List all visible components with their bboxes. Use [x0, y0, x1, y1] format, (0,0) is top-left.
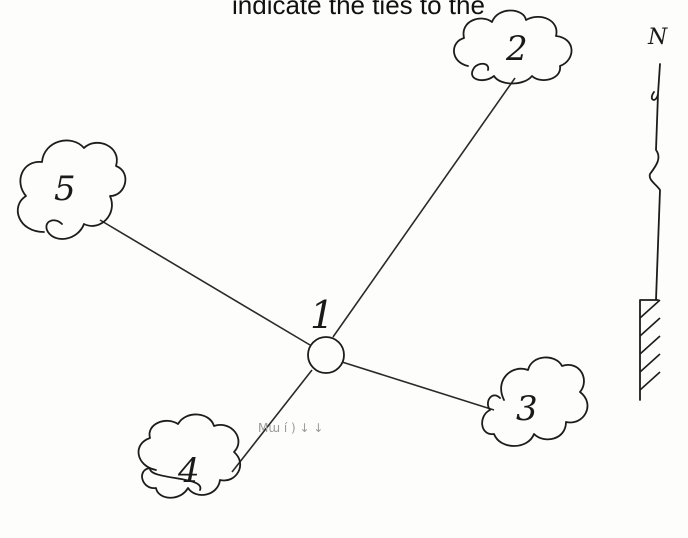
north-arrow: N	[639, 25, 668, 401]
node-label-2: 2	[505, 29, 528, 69]
center-node-circle	[307, 336, 345, 374]
north-label: N	[647, 25, 668, 50]
cloud-node-3: 3	[481, 356, 589, 447]
center-node-1: 1	[307, 293, 345, 374]
north-arrow-hatching	[639, 299, 661, 391]
cloud-node-2: 2	[453, 9, 573, 85]
node-label-5: 5	[54, 169, 76, 209]
edge-1-4	[231, 369, 313, 473]
north-arrow-base	[639, 299, 659, 401]
edge-1-3	[341, 361, 495, 411]
node-label-3: 3	[516, 389, 538, 429]
header-text: indicate the ties to the	[232, 0, 485, 20]
edge-1-2	[332, 77, 516, 338]
node-label-4: 4	[177, 451, 200, 491]
node-label-1: 1	[310, 293, 334, 337]
cloud-node-4: 4	[137, 413, 241, 499]
edge-1-5	[99, 219, 311, 346]
cloud-node-5: 5	[16, 139, 127, 240]
faint-scribble: Mɯ í ) ↓ ↓	[258, 421, 323, 435]
north-arrow-shaft	[648, 63, 661, 301]
